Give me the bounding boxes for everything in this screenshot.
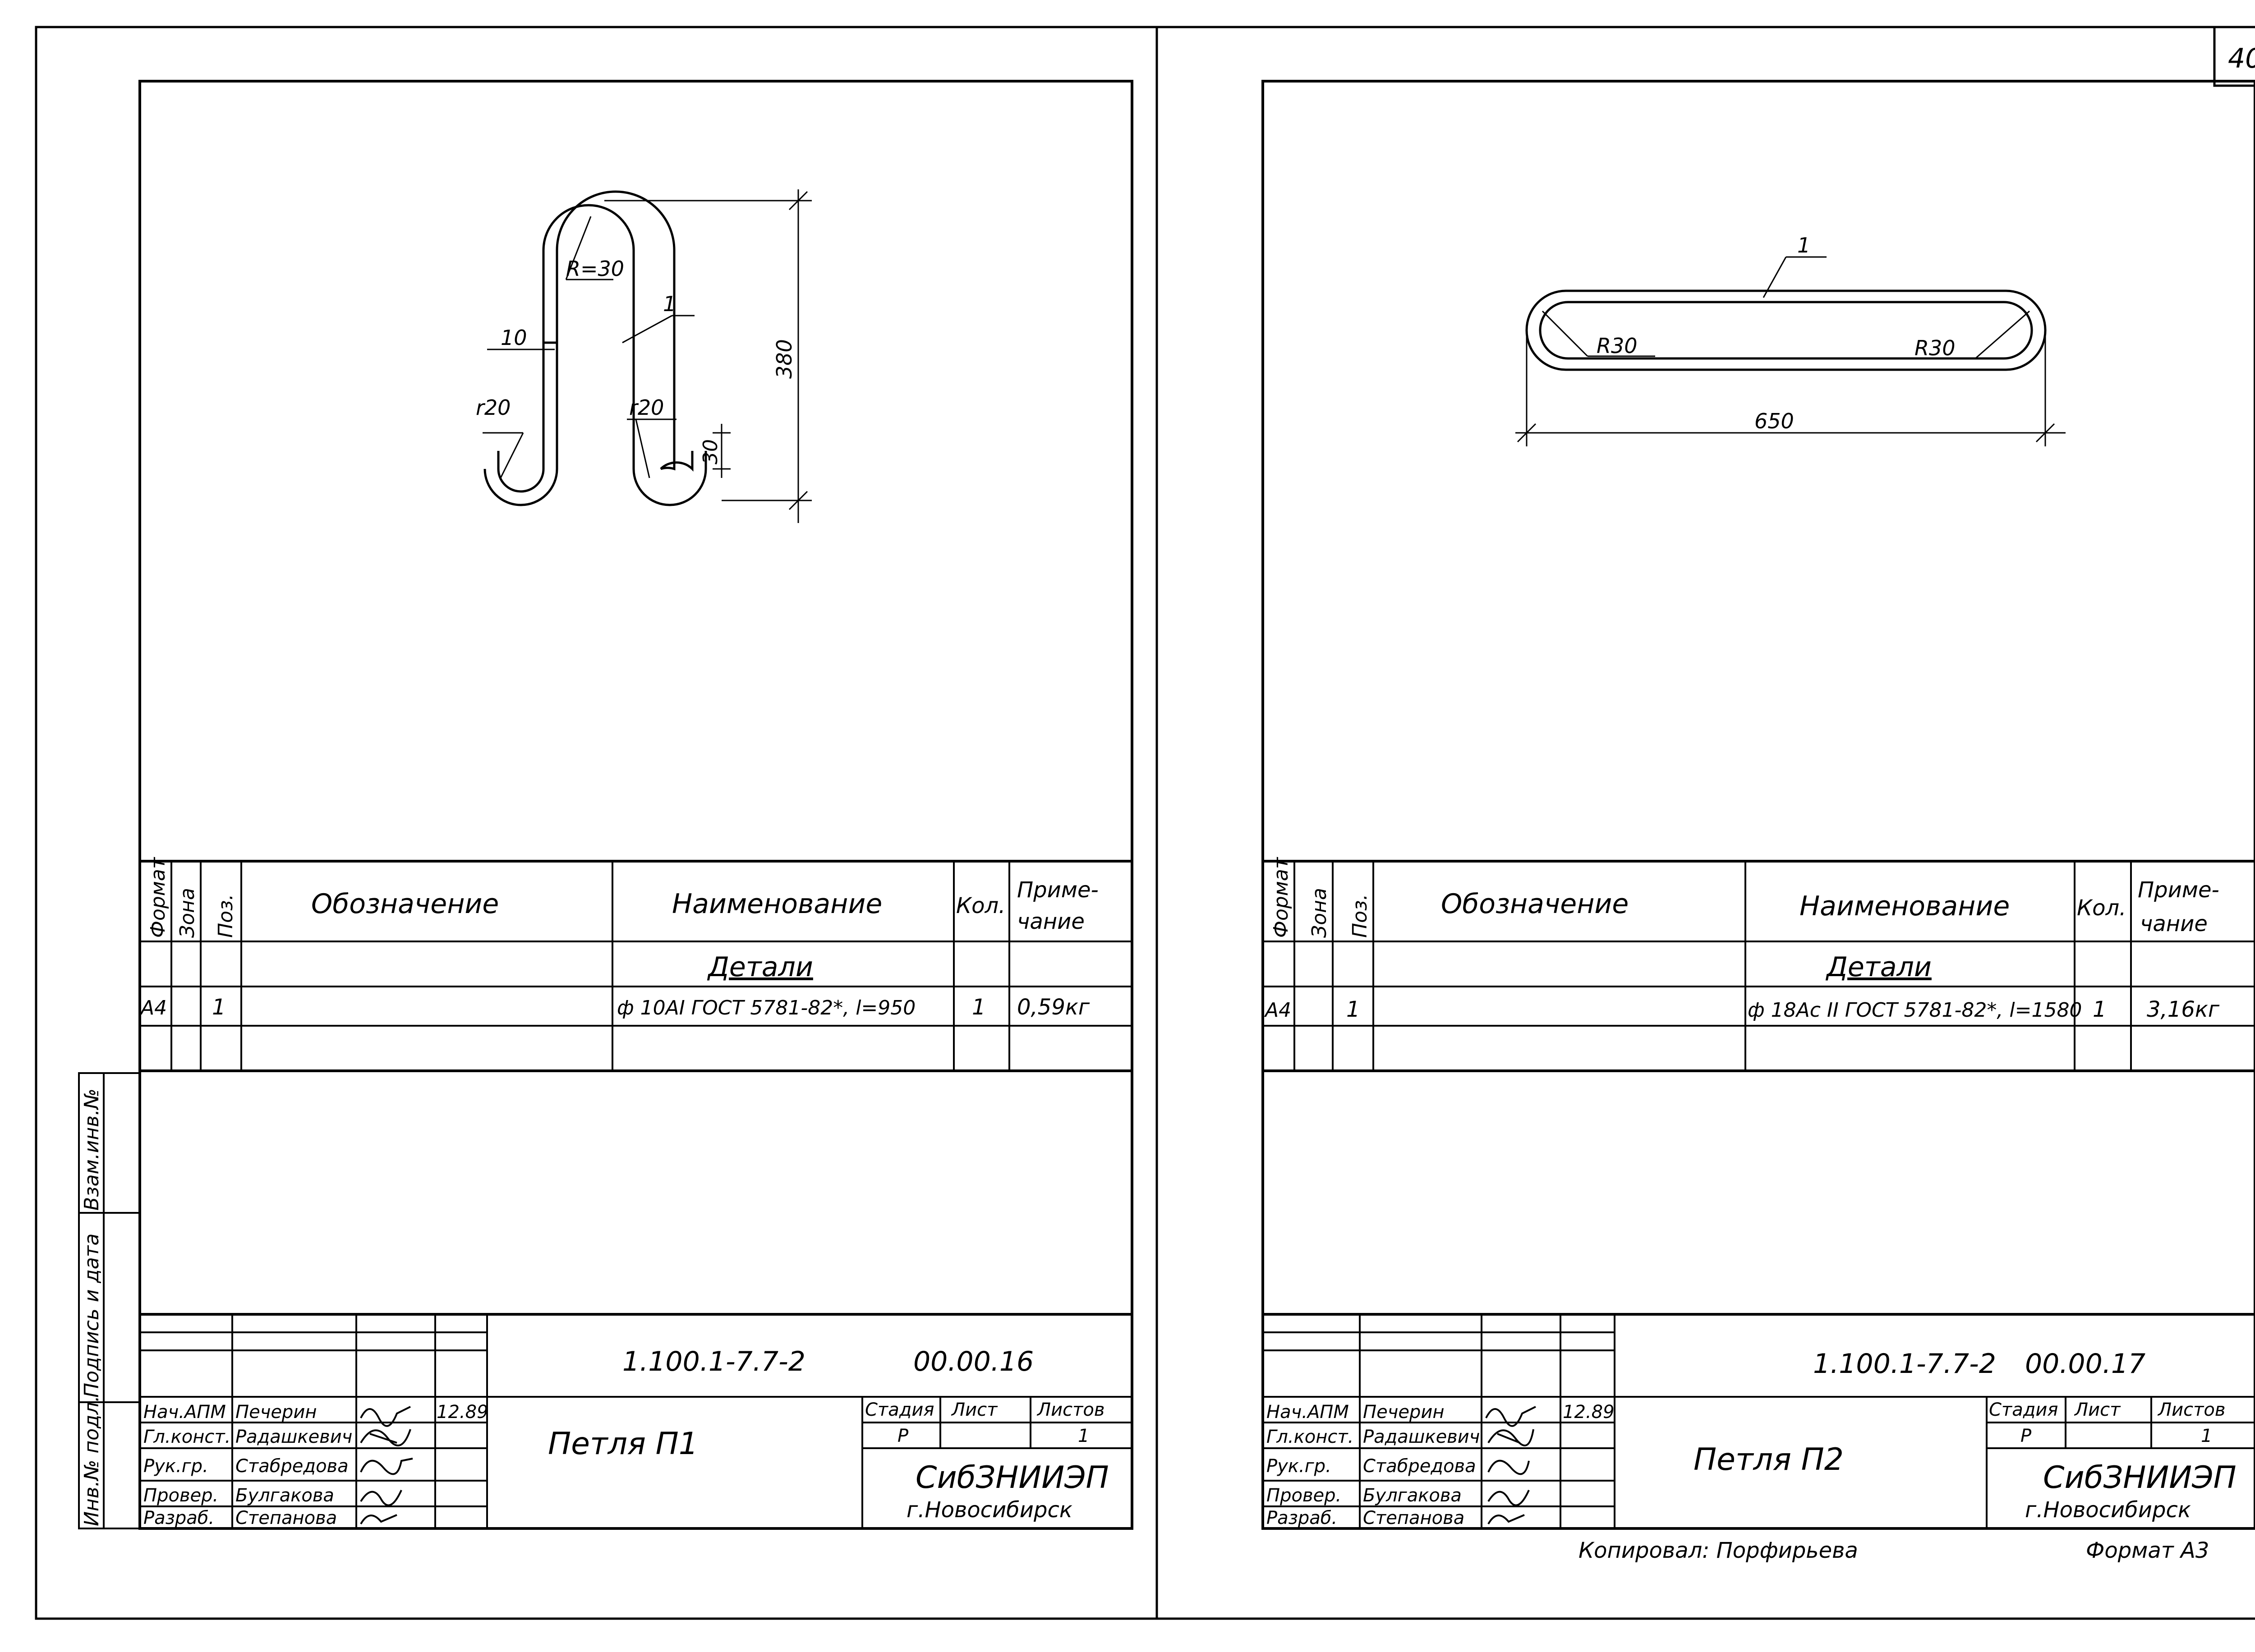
spec-header-zone: Зона — [1308, 888, 1331, 938]
left-frame — [138, 80, 1133, 1530]
spec-row-pos: 1 — [1346, 997, 1360, 1022]
page-number: 40 — [2228, 43, 2255, 74]
role-1: Гл.конст. — [1266, 1427, 1353, 1447]
signatures — [1485, 1406, 1536, 1525]
side-stamp-replace: Взам.инв.№ — [80, 1088, 103, 1211]
copied-by: Копировал: Порфирьева — [1578, 1538, 1858, 1563]
name-1: Радашкевич — [1363, 1427, 1480, 1447]
name-3: Булгакова — [1363, 1485, 1462, 1506]
right-sheet: 1 R30 R30 650 Формат Зона Поз. Обозначен… — [1261, 80, 2255, 1530]
role-2: Рук.гр. — [143, 1456, 208, 1477]
spec-row-format: А4 — [139, 996, 167, 1019]
role-0: Нач.АПМ — [1266, 1402, 1349, 1423]
p1-dim-radius-left: r20 — [476, 395, 511, 420]
spec-header-pos: Поз. — [1348, 894, 1371, 938]
item-name: Петля П1 — [548, 1426, 698, 1462]
item-name: Петля П2 — [1694, 1442, 1844, 1478]
org: СибЗНИИЭП — [2043, 1460, 2237, 1496]
role-4: Разраб. — [143, 1508, 214, 1528]
role-1: Гл.конст. — [143, 1427, 230, 1447]
name-4: Степанова — [235, 1508, 337, 1528]
sheet-label: Лист — [951, 1400, 998, 1420]
spec-row-qty: 1 — [2093, 997, 2107, 1022]
spec-row-qty: 1 — [972, 995, 986, 1020]
role-0: Нач.АПМ — [143, 1402, 226, 1423]
name-2: Стабредова — [235, 1456, 349, 1477]
spec-header-designation: Обозначение — [1441, 888, 1629, 920]
p2-position-mark: 1 — [1797, 233, 1810, 257]
sheets: 1 — [2201, 1426, 2212, 1446]
city: г.Новосибирск — [907, 1497, 1072, 1523]
spec-header-format: Формат — [1270, 857, 1293, 938]
side-stamp-signature: Подпись и дата — [80, 1234, 103, 1398]
stage-label: Стадия — [1989, 1400, 2058, 1420]
p1-dim-height: 380 — [772, 339, 796, 379]
spec-row-note: 0,59кг — [1017, 995, 1090, 1020]
side-stamp-inv: Инв.№ подл. — [80, 1395, 103, 1526]
spec-row-name: ф 18Ас II ГОСТ 5781-82*, l=1580 — [1748, 999, 2082, 1022]
role-3: Провер. — [1266, 1485, 1341, 1506]
spec-header-name: Наименование — [672, 888, 882, 920]
doc-number: 00.00.16 — [913, 1346, 1034, 1377]
spec-header-pos: Поз. — [214, 894, 237, 938]
spec-header-qty: Кол. — [956, 893, 1005, 918]
sheet-label: Лист — [2074, 1400, 2121, 1420]
spec-row-note: 3,16кг — [2147, 997, 2220, 1022]
name-1: Радашкевич — [235, 1427, 352, 1447]
format: Формат А3 — [2086, 1538, 2209, 1563]
left-sheet: R=30 1 10 380 r20 r20 30 Формат Зона Поз… — [78, 80, 1133, 1530]
role-3: Провер. — [143, 1485, 218, 1506]
p1-position-mark: 1 — [663, 292, 676, 316]
spec-header-note-2: чание — [1017, 909, 1085, 934]
spec-header-note-2: чание — [2140, 911, 2208, 936]
doc-number: 00.00.17 — [2025, 1348, 2145, 1380]
date: 12.89 — [437, 1402, 488, 1423]
name-0: Печерин — [235, 1402, 317, 1423]
outer-border — [35, 26, 2255, 1620]
p1-dim-radius-top: R=30 — [566, 257, 624, 281]
spec-header-designation: Обозначение — [311, 888, 499, 920]
page-number-box — [2213, 26, 2255, 87]
sheets: 1 — [1078, 1426, 1089, 1446]
spec-header-qty: Кол. — [2077, 895, 2126, 921]
name-3: Булгакова — [235, 1485, 334, 1506]
spec-header-name: Наименование — [1799, 890, 2010, 922]
spec-row-name: ф 10АI ГОСТ 5781-82*, l=950 — [617, 996, 916, 1019]
p1-dim-hook: 30 — [699, 439, 722, 464]
p2-dim-radius-left: R30 — [1597, 334, 1638, 358]
p2-dim-radius-right: R30 — [1914, 336, 1956, 360]
signatures — [360, 1406, 413, 1525]
city: г.Новосибирск — [2025, 1497, 2191, 1523]
spec-header-zone: Зона — [176, 888, 199, 938]
p1-dim-radius-right: r20 — [629, 395, 664, 420]
doc-code: 1.100.1-7.7-2 — [622, 1346, 805, 1377]
stage: Р — [897, 1426, 909, 1446]
role-4: Разраб. — [1266, 1508, 1337, 1528]
sheets-label: Листов — [1036, 1400, 1104, 1420]
sheets-label: Листов — [2157, 1400, 2225, 1420]
loop-p1-drawing — [483, 189, 812, 523]
spec-row-pos: 1 — [212, 995, 226, 1020]
loop-p2-drawing — [1515, 256, 2066, 446]
spec-header-note-1: Приме- — [2138, 877, 2219, 903]
side-stamp-frame — [78, 1072, 141, 1529]
org: СибЗНИИЭП — [916, 1460, 1109, 1496]
name-4: Степанова — [1363, 1508, 1464, 1528]
spec-section-title: Детали — [1825, 951, 1932, 983]
name-0: Печерин — [1363, 1402, 1444, 1423]
doc-code: 1.100.1-7.7-2 — [1813, 1348, 1996, 1380]
stage: Р — [2020, 1426, 2032, 1446]
stage-label: Стадия — [865, 1400, 934, 1420]
spec-header-format: Формат — [147, 857, 170, 938]
p2-dim-length: 650 — [1754, 409, 1794, 433]
role-2: Рук.гр. — [1266, 1456, 1331, 1477]
p1-dim-gap: 10 — [501, 326, 527, 350]
right-frame — [1261, 80, 2255, 1530]
spec-section-title: Детали — [707, 951, 813, 983]
name-2: Стабредова — [1363, 1456, 1476, 1477]
date: 12.89 — [1563, 1402, 1615, 1423]
spec-row-format: А4 — [1264, 999, 1291, 1022]
spec-header-note-1: Приме- — [1017, 877, 1099, 903]
